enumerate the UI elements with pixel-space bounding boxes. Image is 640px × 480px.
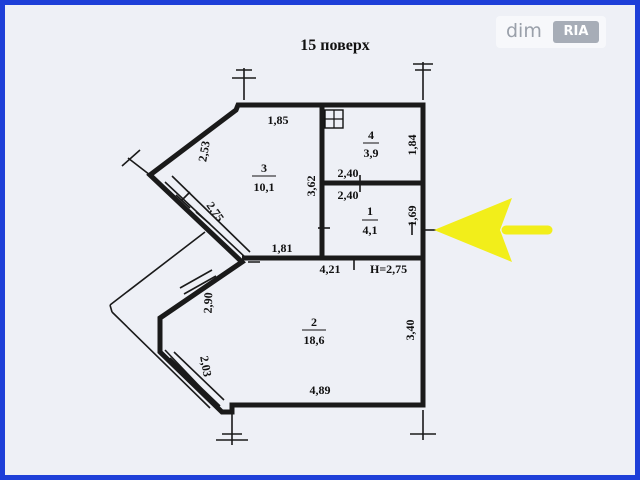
dim-bottom-489: 4,89 — [310, 383, 331, 397]
svg-text:4: 4 — [368, 128, 374, 142]
room-2-label: 2 18,6 — [302, 315, 326, 347]
wall-stub-top-right — [413, 62, 433, 100]
pointer-arrow-icon — [434, 198, 553, 262]
svg-text:10,1: 10,1 — [254, 180, 275, 194]
dim-diag-290: 2,90 — [201, 292, 216, 313]
dim-diag-203: 2,03 — [197, 355, 214, 378]
wall-stub-bottom-left — [216, 412, 248, 445]
dim-horiz-421: 4,21 — [320, 262, 341, 276]
svg-text:3: 3 — [261, 161, 267, 175]
dim-vert-340: 3,40 — [403, 320, 417, 341]
svg-text:3,9: 3,9 — [364, 146, 379, 160]
svg-text:2: 2 — [311, 315, 317, 329]
outer-wall — [146, 102, 426, 415]
room-3-label: 3 10,1 — [252, 161, 276, 194]
door-opening-3 — [248, 222, 413, 263]
wall-stub-left — [121, 149, 151, 176]
dim-top-185: 1,85 — [268, 113, 289, 127]
balcony-window-upper — [175, 191, 211, 225]
svg-text:4,1: 4,1 — [363, 223, 378, 237]
door-opening-2 — [353, 175, 361, 270]
dim-vert-362: 3,62 — [304, 176, 318, 197]
wall-stub-top-left — [232, 68, 256, 100]
balcony-upper — [164, 175, 251, 259]
dim-diag-253: 2,53 — [195, 140, 212, 163]
room-1-label: 1 4,1 — [362, 204, 378, 237]
dim-horiz-240-b: 2,40 — [338, 188, 359, 202]
dim-vert-169: 1,69 — [405, 206, 419, 227]
watermark-ria-logo: RIA — [553, 21, 599, 43]
vent-grid-icon — [324, 109, 344, 129]
wall-stub-bottom-right — [410, 410, 436, 440]
ceiling-height: H=2,75 — [370, 262, 407, 276]
room-4-label: 4 3,9 — [363, 128, 379, 160]
balcony-window-lower — [169, 269, 225, 407]
dim-horiz-181: 1,81 — [272, 241, 293, 255]
floor-title: 15 поверх — [300, 37, 369, 54]
svg-text:18,6: 18,6 — [304, 333, 325, 347]
dim-vert-184: 1,84 — [405, 135, 419, 156]
watermark-dim-text: dim — [506, 20, 542, 42]
svg-text:1: 1 — [367, 204, 373, 218]
dim-horiz-240-a: 2,40 — [338, 166, 359, 180]
watermark: dim RIA — [496, 16, 606, 48]
balcony-lower — [109, 231, 223, 411]
